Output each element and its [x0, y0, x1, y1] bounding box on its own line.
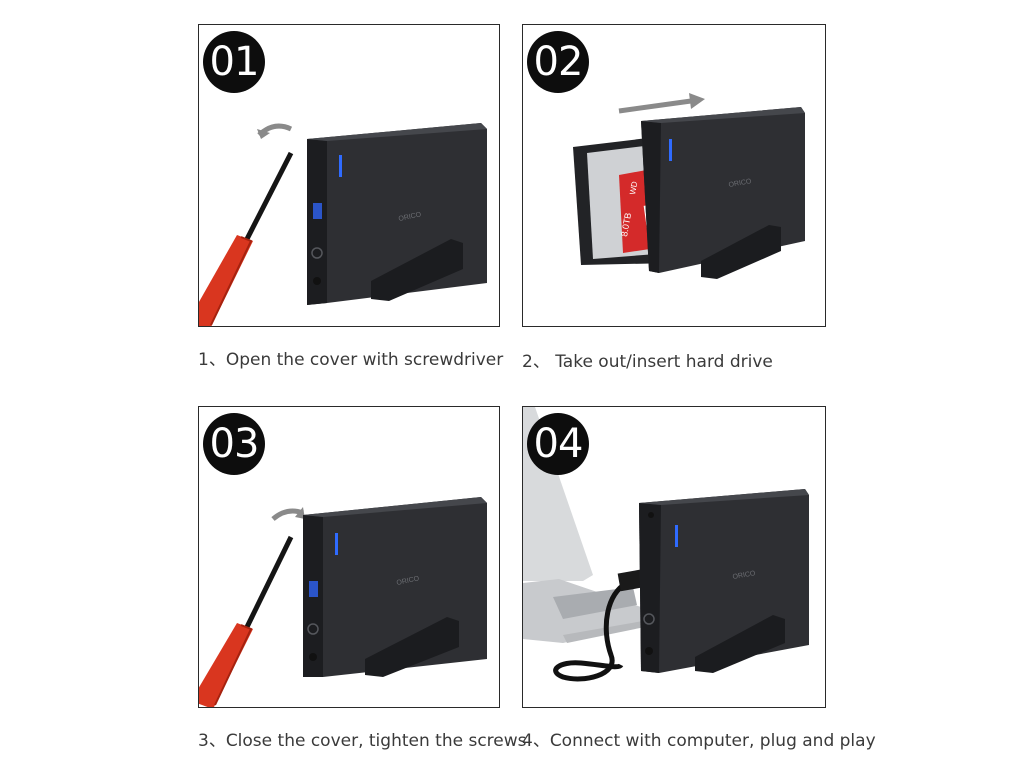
step-4-caption: 4、Connect with computer, plug and play	[522, 731, 876, 751]
drive-capacity-label: 8.0TB	[619, 212, 633, 237]
step-panel-2: 02 8.0TB WD ORICO	[522, 24, 826, 327]
screwdriver-icon	[199, 151, 294, 326]
hdd-enclosure: ORICO	[641, 107, 805, 279]
brand-logo-text: ORICO	[398, 211, 422, 223]
step-1-caption: 1、Open the cover with screwdriver	[198, 350, 504, 370]
hdd-enclosure: ORICO	[303, 497, 487, 677]
brand-logo-text: ORICO	[728, 178, 752, 189]
step-number-badge: 02	[527, 31, 589, 93]
drive-brand-label: WD	[628, 180, 639, 195]
rotate-arrow-icon	[271, 507, 305, 521]
slide-arrow-icon	[618, 93, 705, 114]
step-2-caption: 2、 Take out/insert hard drive	[522, 352, 773, 372]
brand-logo-text: ORICO	[732, 570, 756, 581]
screwdriver-icon	[199, 535, 294, 707]
hdd-enclosure: ORICO	[307, 123, 487, 305]
step-number-badge: 03	[203, 413, 265, 475]
brand-logo-text: ORICO	[396, 575, 420, 587]
step-number-badge: 04	[527, 413, 589, 475]
step-1-illustration: ORICO	[199, 123, 487, 326]
step-panel-3: 03 ORICO	[198, 406, 500, 708]
hdd-enclosure: ORICO	[639, 489, 809, 673]
step-2-illustration: 8.0TB WD ORICO	[573, 93, 805, 279]
step-panel-1: 01 ORICO	[198, 24, 500, 327]
step-3-illustration: ORICO	[199, 497, 487, 707]
step-number-badge: 01	[203, 31, 265, 93]
step-panel-4: ORICO 04	[522, 406, 826, 708]
step-3-caption: 3、Close the cover, tighten the screws	[198, 731, 527, 751]
rotate-arrow-icon	[257, 123, 293, 139]
